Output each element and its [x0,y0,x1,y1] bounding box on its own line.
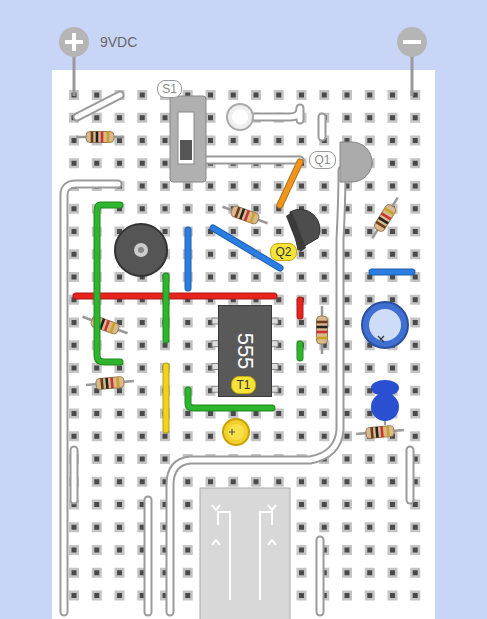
resistor-symbol [317,306,328,354]
white-led [227,104,253,130]
power-terminal [397,27,427,96]
part-name: T1 [236,378,250,392]
resistor-symbol [76,132,124,143]
jumper-wire [372,272,412,273]
jumper-wire [76,296,274,297]
grey-wire [320,540,321,612]
grey-wire [322,117,323,137]
grey-wire [148,500,149,612]
potentiometer [115,224,167,276]
slide-switch [170,96,206,182]
jumper-wire [280,162,300,205]
resistor-symbol [356,424,405,439]
ic-label: T1 [231,376,256,394]
resistor-symbol [86,375,135,390]
jumper-wire [188,230,189,288]
ceramic-capacitor [371,380,399,425]
part-name: Q2 [275,245,291,259]
transistor-label: Q2 [270,243,297,261]
jumper-wire [166,276,167,340]
relay-module [200,488,290,619]
jumper-wire [97,205,120,362]
resistor-symbol [368,195,403,242]
jumper-wire [300,344,301,358]
part-name: Q1 [314,153,330,167]
transistor-label: Q1 [309,151,336,169]
jumper-wire [166,366,167,430]
resistor-symbol [81,312,130,339]
resistor-symbol [221,202,270,229]
yellow-led [223,419,249,445]
grey-wire [64,184,118,612]
power-terminal [59,27,89,96]
grey-wire [410,450,411,500]
breadboard [52,70,435,619]
grey-wire [74,450,75,500]
grey-wire [255,108,300,120]
chip-name: 555 [232,333,258,370]
part-name: S1 [162,82,177,96]
supply-voltage-label: 9VDC [100,34,137,50]
electrolytic-capacitor [362,302,408,348]
switch-label: S1 [157,80,182,98]
transistor-q1 [340,142,372,182]
jumper-wire [300,300,301,316]
grey-wire [77,95,120,117]
